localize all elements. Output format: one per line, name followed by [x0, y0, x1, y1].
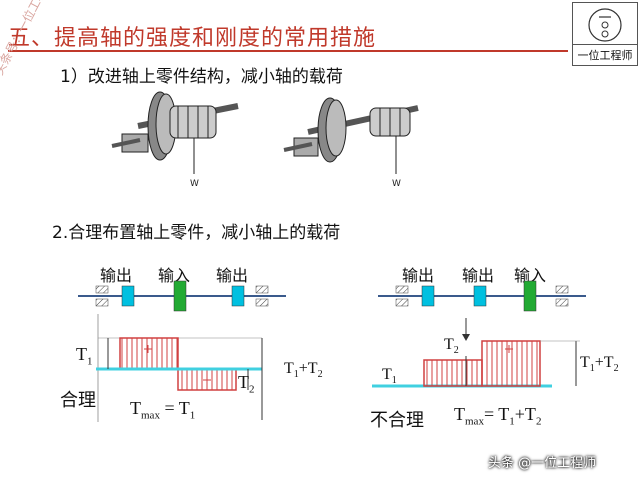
svg-text:W: W: [392, 179, 401, 189]
left-shaft: [78, 280, 286, 312]
right-label-output-2: 输出: [462, 266, 495, 285]
shaft-assembly-left: W: [111, 91, 239, 189]
left-output-gear-1: [121, 285, 135, 307]
right-formula: Tmax= T1+T2: [454, 404, 542, 428]
right-t1t2-label: T1+T2: [580, 354, 619, 375]
left-output-gear-2: [231, 285, 245, 307]
right-output-gear-1: [421, 285, 435, 307]
left-positive-torque: [119, 337, 179, 370]
shaft-illustrations: W W: [111, 91, 419, 189]
logo-name: 一位工程师: [573, 44, 637, 63]
right-output-gear-2: [473, 285, 487, 307]
left-formula: Tmax = T1: [130, 398, 196, 422]
right-torque-low: [423, 359, 483, 387]
title-underline: [8, 50, 568, 52]
left-t1-label: T1: [76, 344, 93, 368]
left-input-gear: [173, 280, 187, 312]
left-label-output-1: 输出: [100, 266, 133, 285]
right-torque-diagram: [372, 318, 580, 388]
footer-credit: 头条 @一位工程师: [488, 456, 597, 471]
right-label-output-1: 输出: [402, 266, 435, 285]
left-t1t2-label: T1+T2: [284, 360, 323, 381]
right-torque-high: [481, 340, 541, 387]
logo: 一位工程师: [572, 2, 638, 66]
left-t2-label: T2: [238, 372, 255, 396]
left-torque-diagram: [96, 314, 263, 422]
logo-icon: [588, 8, 622, 42]
left-verdict: 合理: [60, 390, 96, 411]
right-t2-label: T2: [444, 336, 459, 357]
section2-heading: 2.合理布置轴上零件，减小轴上的载荷: [52, 223, 341, 243]
right-input-gear: [523, 280, 537, 312]
right-shaft: [378, 280, 586, 312]
right-verdict: 不合理: [370, 410, 424, 431]
section1-heading: 1）改进轴上零件结构，减小轴的载荷: [60, 67, 343, 87]
shaft-assembly-right: W: [283, 97, 419, 189]
left-label-output-2: 输出: [216, 266, 249, 285]
right-t1-label: T1: [382, 366, 397, 387]
right-label-input: 输入: [514, 266, 547, 285]
svg-text:W: W: [190, 179, 199, 189]
left-label-input: 输入: [158, 266, 191, 285]
page-title: 五、提高轴的强度和刚度的常用措施: [8, 26, 377, 51]
